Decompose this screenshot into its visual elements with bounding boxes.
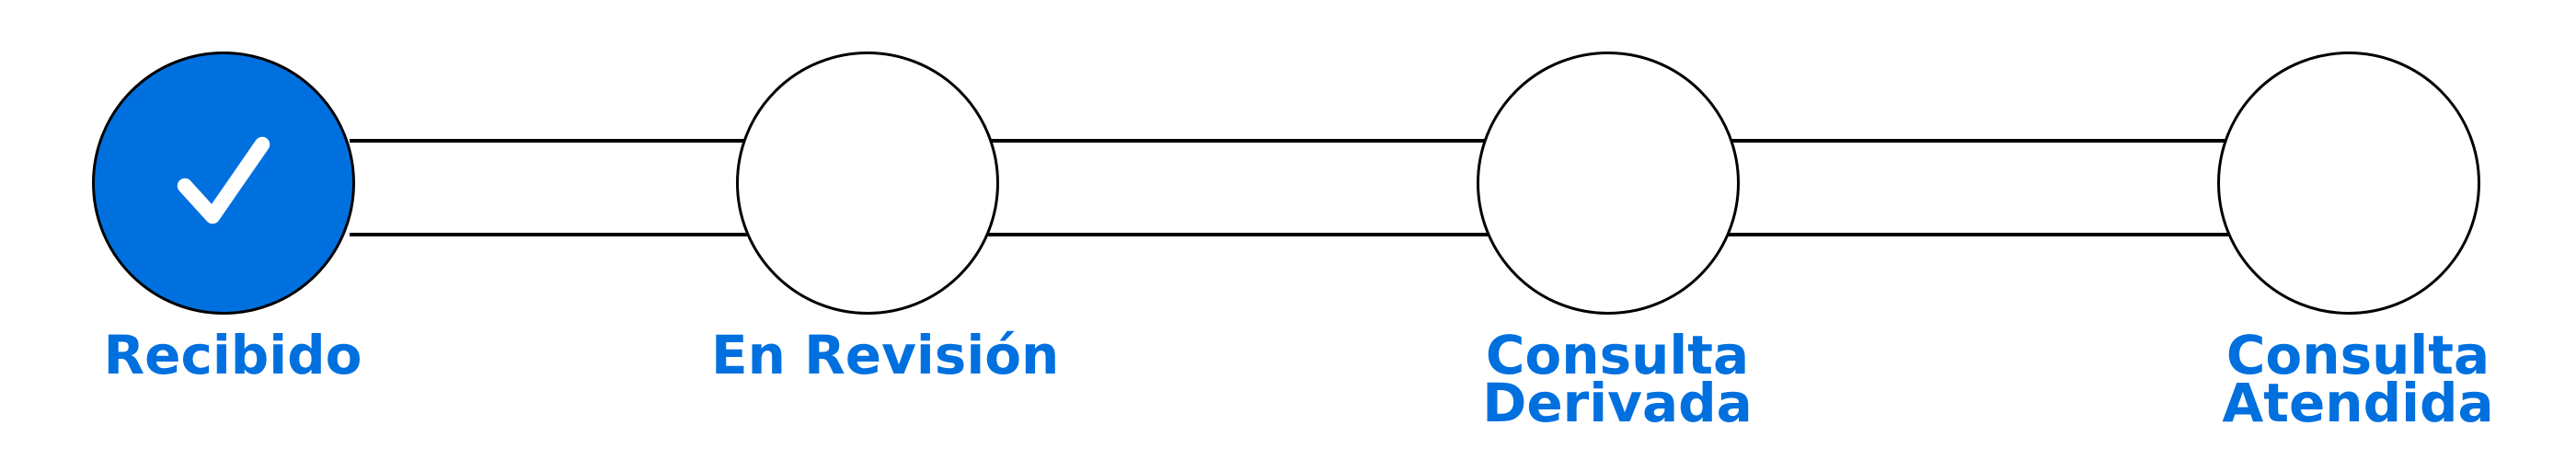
checkmark-icon [177, 136, 270, 224]
step-circle-consulta-atendida [2217, 52, 2480, 315]
step-label-consulta-atendida: Consulta Atendida [2192, 324, 2524, 434]
step-circle-en-revision [736, 52, 999, 315]
step-label-line: Atendida [2222, 372, 2494, 434]
step-label-line: Derivada [1482, 372, 1753, 434]
step-label-line: Recibido [103, 324, 362, 386]
step-label-line: En Revisión [711, 324, 1060, 386]
step-label-recibido: Recibido [67, 324, 398, 386]
step-label-consulta-derivada: Consulta Derivada [1452, 324, 1783, 434]
step-circle-consulta-derivada [1477, 52, 1740, 315]
step-label-line: Consulta [1485, 324, 1750, 386]
step-label-line: Consulta [2225, 324, 2490, 386]
step-label-en-revision: En Revisión [711, 324, 1060, 386]
step-circle-recibido [92, 52, 355, 315]
